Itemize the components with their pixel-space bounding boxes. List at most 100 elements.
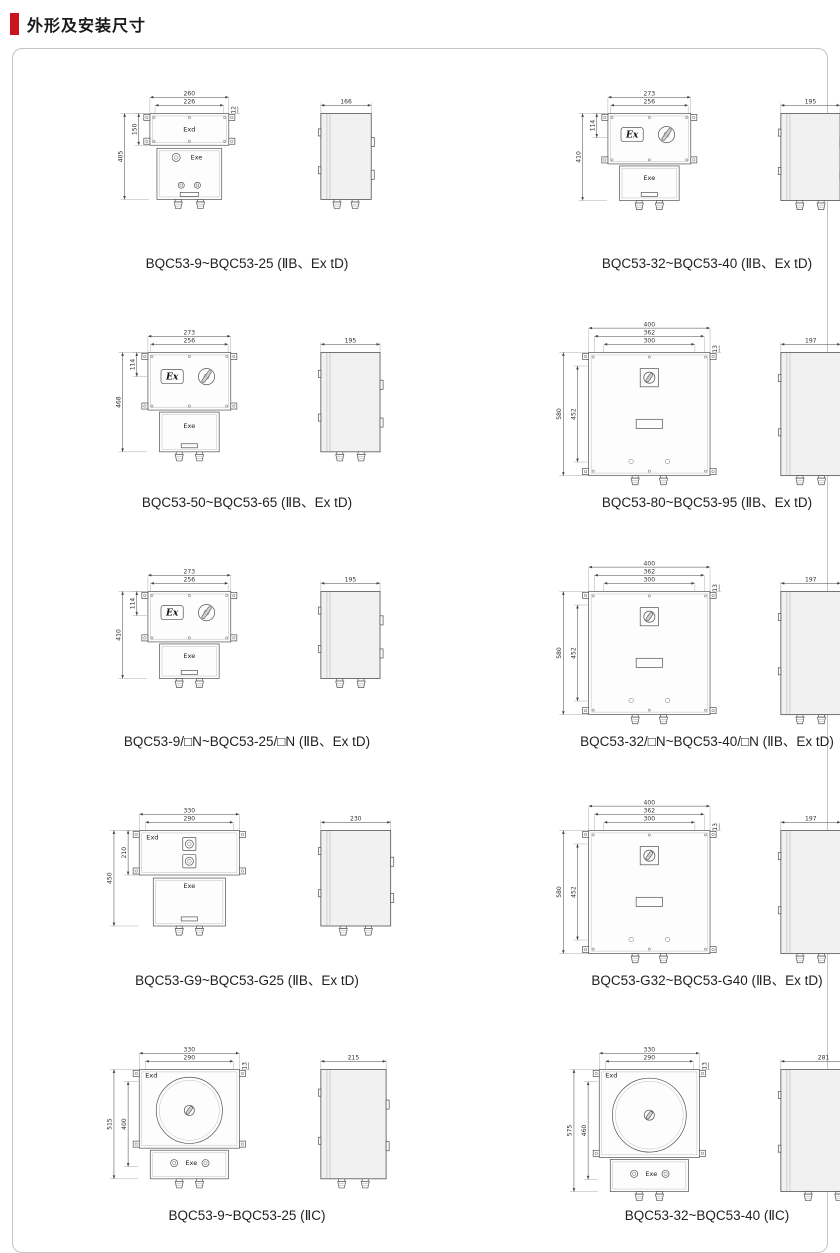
svg-text:13: 13: [712, 345, 719, 353]
svg-text:300: 300: [644, 337, 656, 344]
svg-text:273: 273: [184, 568, 196, 575]
figure-caption: BQC53-32~BQC53-40 (ⅡB、Ex tD): [601, 256, 813, 271]
side-view: 197: [777, 815, 840, 964]
svg-text:195: 195: [345, 576, 357, 583]
svg-text:114: 114: [130, 598, 137, 610]
figure-caption: BQC53-80~BQC53-95 (ⅡB、Ex tD): [601, 495, 813, 510]
svg-text:256: 256: [184, 576, 196, 583]
svg-text:Exd: Exd: [183, 125, 195, 133]
svg-text:575: 575: [567, 1125, 574, 1137]
svg-text:197: 197: [805, 576, 817, 583]
svg-text:256: 256: [644, 98, 656, 105]
svg-text:260: 260: [184, 90, 196, 97]
svg-text:580: 580: [556, 647, 563, 659]
svg-text:13: 13: [712, 823, 719, 831]
svg-text:197: 197: [805, 815, 817, 822]
svg-text:195: 195: [805, 98, 817, 105]
svg-text:452: 452: [570, 408, 577, 420]
svg-text:300: 300: [644, 576, 656, 583]
side-view: 195: [317, 576, 384, 688]
svg-text:Exe: Exe: [645, 1170, 657, 1178]
figure-caption: BQC53-9/□N~BQC53-25/□N (ⅡB、Ex tD): [123, 734, 371, 749]
svg-text:195: 195: [345, 337, 357, 344]
svg-text:468: 468: [115, 396, 122, 408]
figure-caption: BQC53-G32~BQC53-G40 (ⅡB、Ex tD): [591, 973, 823, 988]
svg-text:Exd: Exd: [605, 1071, 617, 1079]
svg-text:300: 300: [644, 815, 656, 822]
figure-caption: BQC53-G9~BQC53-G25 (ⅡB、Ex tD): [135, 973, 359, 988]
svg-text:273: 273: [644, 90, 656, 97]
svg-text:114: 114: [590, 120, 597, 132]
svg-text:410: 410: [115, 629, 122, 641]
side-view: 195: [777, 98, 840, 210]
svg-text:362: 362: [644, 807, 656, 814]
svg-text:410: 410: [575, 151, 582, 163]
svg-text:114: 114: [130, 359, 137, 371]
svg-text:166: 166: [340, 98, 352, 105]
svg-text:452: 452: [570, 647, 577, 659]
svg-text:Exd: Exd: [145, 1071, 157, 1079]
svg-text:362: 362: [644, 329, 656, 336]
svg-text:Exe: Exe: [190, 153, 202, 161]
figure-caption: BQC53-9~BQC53-25 (ⅡC): [168, 1208, 326, 1223]
svg-text:197: 197: [805, 337, 817, 344]
svg-text:Exd: Exd: [146, 834, 158, 842]
figure-caption: BQC53-32~BQC53-40 (ⅡC): [624, 1208, 790, 1223]
svg-text:Exe: Exe: [183, 652, 195, 660]
svg-text:400: 400: [644, 799, 656, 806]
svg-text:150: 150: [132, 123, 139, 135]
svg-text:Exe: Exe: [183, 422, 195, 430]
svg-text:Ex: Ex: [165, 372, 179, 383]
side-view: 195: [317, 337, 384, 462]
svg-text:Ex: Ex: [165, 608, 179, 619]
svg-text:452: 452: [570, 886, 577, 898]
svg-text:215: 215: [348, 1054, 360, 1061]
side-view: 215: [317, 1054, 390, 1189]
svg-text:515: 515: [107, 1118, 114, 1130]
svg-text:281: 281: [818, 1054, 830, 1061]
svg-text:273: 273: [184, 329, 196, 336]
svg-text:460: 460: [581, 1125, 588, 1137]
svg-text:362: 362: [644, 568, 656, 575]
svg-text:400: 400: [121, 1118, 128, 1130]
page-title: 外形及安装尺寸: [27, 18, 147, 35]
side-view: 197: [777, 337, 840, 486]
svg-text:210: 210: [121, 847, 128, 859]
svg-text:256: 256: [184, 337, 196, 344]
svg-text:13: 13: [701, 1062, 708, 1070]
svg-text:330: 330: [184, 807, 196, 814]
figure-caption: BQC53-50~BQC53-65 (ⅡB、Ex tD): [141, 495, 353, 510]
svg-text:405: 405: [117, 151, 124, 163]
side-view: 197: [777, 576, 840, 725]
side-view: 281: [777, 1054, 840, 1202]
svg-text:Ex: Ex: [625, 130, 639, 141]
svg-text:Exe: Exe: [183, 882, 195, 890]
svg-text:230: 230: [350, 815, 362, 822]
svg-text:290: 290: [184, 1054, 196, 1061]
svg-text:450: 450: [107, 872, 114, 884]
